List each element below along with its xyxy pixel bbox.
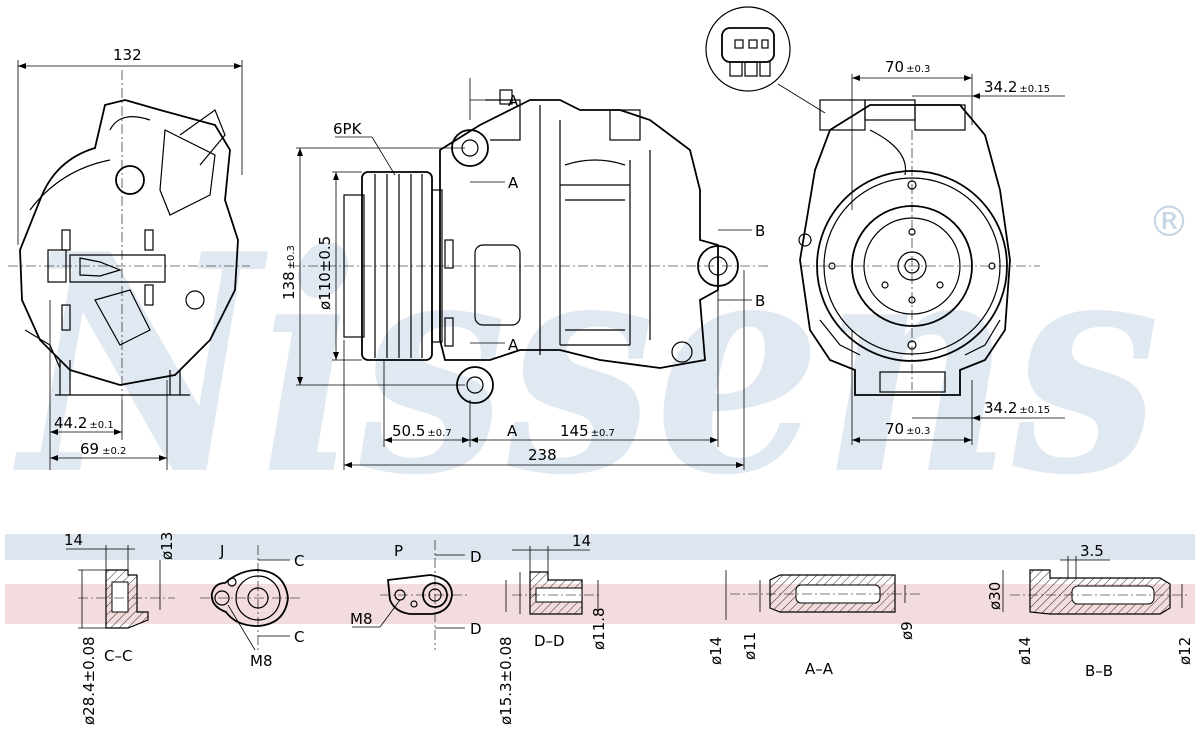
aa-d11: ø11 — [741, 632, 759, 660]
red-band — [5, 584, 1195, 624]
aa-caption: A–A — [805, 660, 834, 678]
dd-caption: D–D — [534, 632, 565, 650]
aa-d14: ø14 — [707, 637, 725, 665]
dim-50-label: 50.5 — [392, 422, 425, 440]
registered-mark: ® — [1148, 197, 1190, 246]
dim-132-label: 132 — [113, 46, 142, 64]
dim-34-bot-tol: ±0.15 — [1019, 405, 1050, 416]
section-marks-middle: A A A B B — [469, 78, 765, 354]
p-m8: M8 — [350, 610, 373, 628]
mark-d-2: D — [470, 620, 482, 638]
mark-a-4: A — [507, 422, 518, 440]
mark-a-1: A — [508, 92, 519, 110]
dim-44-tol: ±0.1 — [89, 420, 113, 431]
svg-text:44.2±0.1: 44.2±0.1 — [54, 414, 114, 432]
detail-aa: ø14 ø11 ø9 A–A — [707, 570, 920, 678]
dim-69-tol: ±0.2 — [102, 446, 126, 457]
mark-a-3: A — [508, 336, 519, 354]
detail-j: J C C M8 — [200, 542, 304, 670]
dim-70-bot-tol: ±0.3 — [906, 426, 930, 437]
dim-138-tol: ±0.3 — [286, 245, 297, 269]
detail-dd: 14 ø11.8 D–D — [512, 532, 608, 650]
mark-b-2: B — [755, 292, 765, 310]
mark-d-1: D — [470, 548, 482, 566]
svg-text:70±0.3: 70±0.3 — [885, 420, 930, 438]
svg-text:70±0.3: 70±0.3 — [885, 58, 930, 76]
dim-138-label: 138 — [280, 271, 298, 300]
svg-text:34.2±0.15: 34.2±0.15 — [984, 78, 1050, 96]
rear-view — [8, 70, 250, 400]
belt-label: 6PK — [333, 120, 363, 138]
dim-right: 70±0.3 34.2±0.15 34.2±0.15 70±0.3 — [851, 58, 1065, 445]
dim-50-tol: ±0.7 — [427, 428, 451, 439]
dim-69-label: 69 — [80, 440, 99, 458]
detail-cc: 14 ø13 ø28.4±0.08 C–C — [64, 531, 176, 725]
bb-d30: ø30 — [986, 582, 1004, 610]
brand-watermark: Nissens — [12, 188, 1160, 541]
blue-band — [5, 534, 1195, 560]
cc-w14: 14 — [64, 531, 83, 549]
front-view — [798, 99, 1040, 396]
dim-44-label: 44.2 — [54, 414, 87, 432]
mark-c-1: C — [294, 552, 304, 570]
svg-text:69±0.2: 69±0.2 — [80, 440, 126, 458]
aa-d9: ø9 — [898, 621, 916, 640]
svg-text:145±0.7: 145±0.7 — [560, 422, 615, 440]
dim-50-145-238: 50.5±0.7 A 145±0.7 238 — [343, 270, 745, 470]
j-m8: M8 — [250, 652, 273, 670]
dim-145-label: 145 — [560, 422, 589, 440]
svg-text:50.5±0.7: 50.5±0.7 — [392, 422, 452, 440]
dd-d11: ø11.8 — [590, 607, 608, 650]
dim-70-top-tol: ±0.3 — [906, 64, 930, 75]
dim-34-top-tol: ±0.15 — [1019, 84, 1050, 95]
belt-leader: 6PK — [333, 120, 396, 176]
dim-138-110: 138 ±0.3 ø110±0.5 — [280, 147, 465, 386]
dim-70-top-label: 70 — [885, 58, 904, 76]
mark-b-1: B — [755, 222, 765, 240]
dd-w14: 14 — [572, 532, 591, 550]
mark-c-2: C — [294, 628, 304, 646]
detail-bb: 3.5 ø30 ø14 ø12 B–B — [986, 542, 1194, 680]
dim-34-top-label: 34.2 — [984, 78, 1017, 96]
dim-145-tol: ±0.7 — [591, 428, 615, 439]
bb-d14: ø14 — [1016, 637, 1034, 665]
cc-d28: ø28.4±0.08 — [80, 636, 98, 725]
cc-d13: ø13 — [158, 532, 176, 560]
svg-text:34.2±0.15: 34.2±0.15 — [984, 399, 1050, 417]
mark-p: P — [394, 542, 403, 560]
dim-238-label: 238 — [528, 446, 557, 464]
detail-p: P D D M8 ø15.3±0.08 — [350, 540, 515, 725]
dim-34-bot-label: 34.2 — [984, 399, 1017, 417]
dim-44-69: 44.2±0.1 69±0.2 — [49, 300, 168, 470]
p-d15: ø15.3±0.08 — [497, 636, 515, 725]
pulley-dia-label: ø110±0.5 — [316, 236, 334, 310]
cc-caption: C–C — [104, 647, 132, 665]
dim-132: 132 — [17, 46, 243, 245]
mark-a-2: A — [508, 174, 519, 192]
bb-caption: B–B — [1085, 662, 1113, 680]
dim-70-bot-label: 70 — [885, 420, 904, 438]
bb-d12: ø12 — [1176, 637, 1194, 665]
bb-w35: 3.5 — [1080, 542, 1104, 560]
svg-text:138±0.3: 138 ±0.3 — [280, 245, 298, 300]
mark-j: J — [219, 542, 224, 560]
connector-callout — [705, 6, 826, 114]
side-view — [290, 89, 770, 404]
